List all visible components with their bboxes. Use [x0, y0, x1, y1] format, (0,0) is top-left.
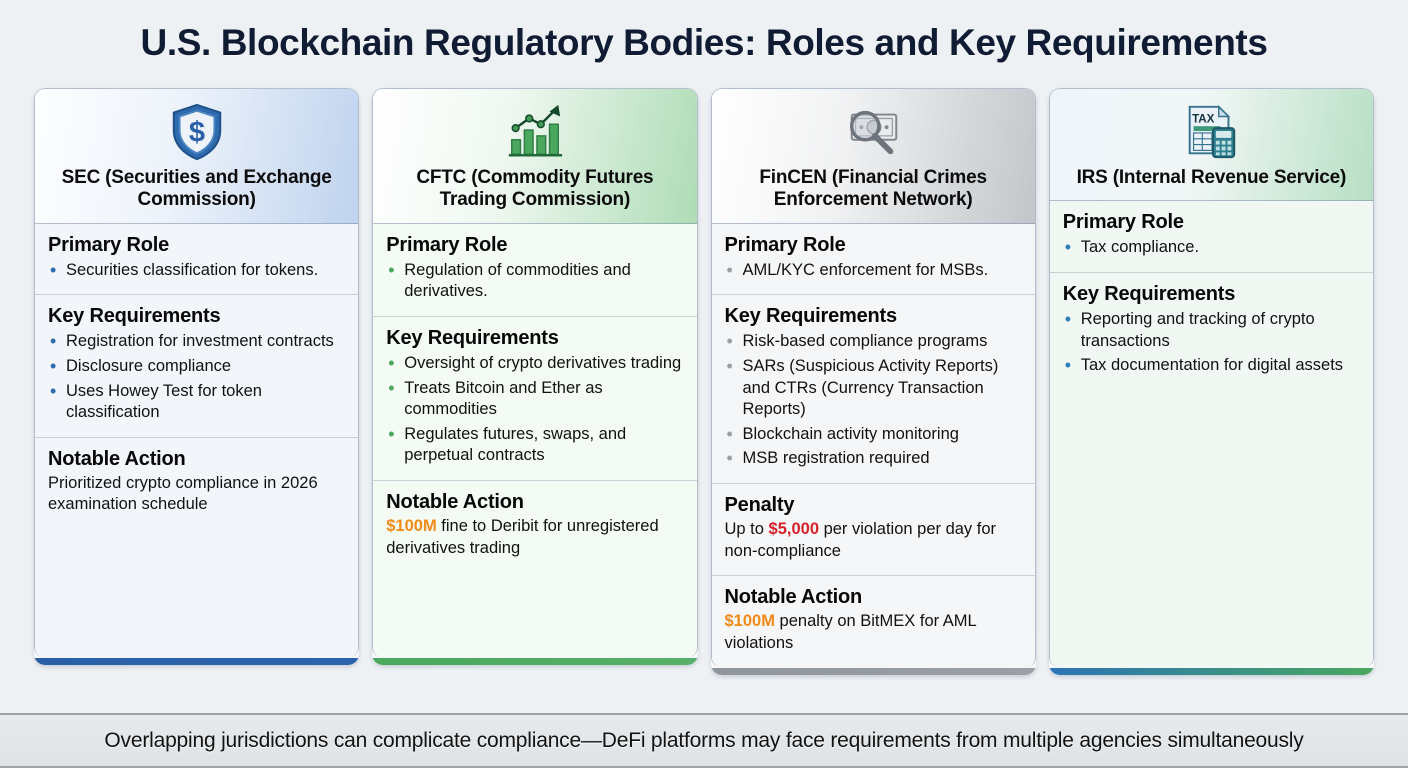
amount-highlight: $100M [724, 612, 775, 631]
list-item: Oversight of crypto derivatives trading [386, 352, 683, 375]
card-title-sec: SEC (Securities and Exchange Commission) [61, 167, 332, 211]
bullet-list: Regulation of commodities and derivative… [386, 259, 683, 303]
section-heading: Primary Role [1062, 211, 1184, 234]
list-item: Registration for investment contracts [48, 330, 345, 353]
list-item: Regulates futures, swaps, and perpetual … [386, 423, 683, 467]
paragraph-text: per violation per day for non-compliance [724, 520, 997, 560]
magnifier-banknote-icon [722, 101, 1025, 163]
list-item: Disclosure compliance [48, 355, 345, 378]
section-primary-role: Primary RoleAML/KYC enforcement for MSBs… [711, 223, 1035, 296]
section-heading: Key Requirements [386, 327, 559, 350]
card-header-fincen: FinCEN (Financial Crimes Enforcement Net… [711, 89, 1035, 224]
list-item: Treats Bitcoin and Ether as commodities [386, 377, 683, 421]
agency-card-sec: $ SEC (Securities and Exchange Commissio… [34, 88, 360, 666]
section-primary-role: Primary RoleTax compliance. [1049, 201, 1373, 274]
list-item: Tax documentation for digital assets [1063, 354, 1360, 377]
section-heading: Notable Action [724, 586, 863, 609]
section-paragraph: Up to $5,000 per violation per day for n… [725, 519, 1022, 562]
section-heading: Key Requirements [1062, 283, 1236, 306]
bullet-list: Oversight of crypto derivatives tradingT… [386, 352, 683, 467]
section-paragraph: Prioritized crypto compliance in 2026 ex… [48, 473, 345, 516]
card-accent-bar-cftc [372, 658, 698, 666]
section-paragraph: $100M penalty on BitMEX for AML violatio… [725, 611, 1022, 654]
section-heading: Key Requirements [48, 305, 221, 328]
paragraph-text: Prioritized crypto compliance in 2026 ex… [48, 473, 318, 514]
card-accent-bar-sec [34, 658, 360, 666]
bullet-list: Registration for investment contractsDis… [48, 330, 345, 424]
bar-chart-trend-icon [383, 101, 686, 163]
agency-card-cftc: CFTC (Commodity Futures Trading Commissi… [372, 88, 698, 666]
card-title-cftc: CFTC (Commodity Futures Trading Commissi… [416, 167, 654, 211]
svg-text:$: $ [189, 117, 205, 149]
svg-text:TAX: TAX [1192, 112, 1215, 125]
section-heading: Notable Action [386, 491, 524, 514]
section-primary-role: Primary RoleSecurities classification fo… [35, 223, 359, 296]
card-header-sec: $ SEC (Securities and Exchange Commissio… [35, 89, 359, 224]
list-item: AML/KYC enforcement for MSBs. [725, 259, 1022, 282]
card-header-irs: TAX IRS (Internal Revenue Service) [1049, 89, 1373, 202]
bullet-list: Tax compliance. [1063, 236, 1360, 259]
list-item: Reporting and tracking of crypto transac… [1063, 308, 1360, 352]
list-item: Risk-based compliance programs [725, 330, 1022, 353]
page-title: U.S. Blockchain Regulatory Bodies: Roles… [140, 22, 1268, 63]
section-heading: Primary Role [724, 233, 846, 256]
section-key-requirements: Key RequirementsReporting and tracking o… [1049, 273, 1373, 668]
card-accent-bar-fincen [710, 667, 1036, 675]
agency-card-fincen: FinCEN (Financial Crimes Enforcement Net… [710, 88, 1036, 675]
list-item: Tax compliance. [1063, 236, 1360, 259]
card-title-fincen: FinCEN (Financial Crimes Enforcement Net… [759, 167, 987, 211]
agency-card-irs: TAX IRS (Internal Revenue Service)Primar… [1048, 88, 1374, 675]
bullet-list: AML/KYC enforcement for MSBs. [725, 259, 1022, 282]
section-notable-action: Notable Action$100M fine to Deribit for … [373, 481, 697, 659]
section-heading: Primary Role [386, 233, 508, 256]
section-heading: Key Requirements [724, 305, 898, 328]
agency-card-grid: $ SEC (Securities and Exchange Commissio… [34, 88, 1374, 675]
amount-highlight: $100M [386, 517, 437, 536]
section-primary-role: Primary RoleRegulation of commodities an… [373, 223, 697, 318]
list-item: Regulation of commodities and derivative… [386, 259, 683, 303]
card-title-irs: IRS (Internal Revenue Service) [1076, 167, 1347, 188]
section-heading: Penalty [724, 494, 795, 517]
section-heading: Notable Action [48, 447, 186, 470]
section-key-requirements: Key RequirementsOversight of crypto deri… [373, 317, 697, 482]
card-header-cftc: CFTC (Commodity Futures Trading Commissi… [373, 89, 697, 224]
list-item: Securities classification for tokens. [48, 259, 345, 282]
footer-note: Overlapping jurisdictions can complicate… [104, 728, 1304, 752]
footer-banner: Overlapping jurisdictions can complicate… [0, 713, 1408, 768]
section-paragraph: $100M fine to Deribit for unregistered d… [386, 516, 683, 559]
section-heading: Primary Role [48, 233, 169, 256]
section-key-requirements: Key RequirementsRegistration for investm… [35, 295, 359, 438]
list-item: Blockchain activity monitoring [725, 423, 1022, 446]
paragraph-text: fine to Deribit for unregistered derivat… [386, 517, 659, 557]
list-item: MSB registration required [725, 447, 1022, 470]
card-accent-bar-irs [1048, 667, 1374, 675]
tax-form-calculator-icon: TAX [1060, 101, 1363, 163]
section-notable-action: Notable Action$100M penalty on BitMEX fo… [711, 576, 1035, 668]
paragraph-text: Up to [724, 520, 769, 539]
bullet-list: Securities classification for tokens. [48, 259, 345, 282]
bullet-list: Risk-based compliance programsSARs (Susp… [725, 330, 1022, 470]
section-key-requirements: Key RequirementsRisk-based compliance pr… [711, 295, 1035, 485]
shield-dollar-icon: $ [45, 101, 348, 163]
amount-highlight: $5,000 [768, 520, 819, 539]
bullet-list: Reporting and tracking of crypto transac… [1063, 308, 1360, 377]
list-item: SARs (Suspicious Activity Reports) and C… [725, 355, 1022, 421]
paragraph-text: penalty on BitMEX for AML violations [724, 612, 977, 652]
list-item: Uses Howey Test for token classification [48, 380, 345, 424]
